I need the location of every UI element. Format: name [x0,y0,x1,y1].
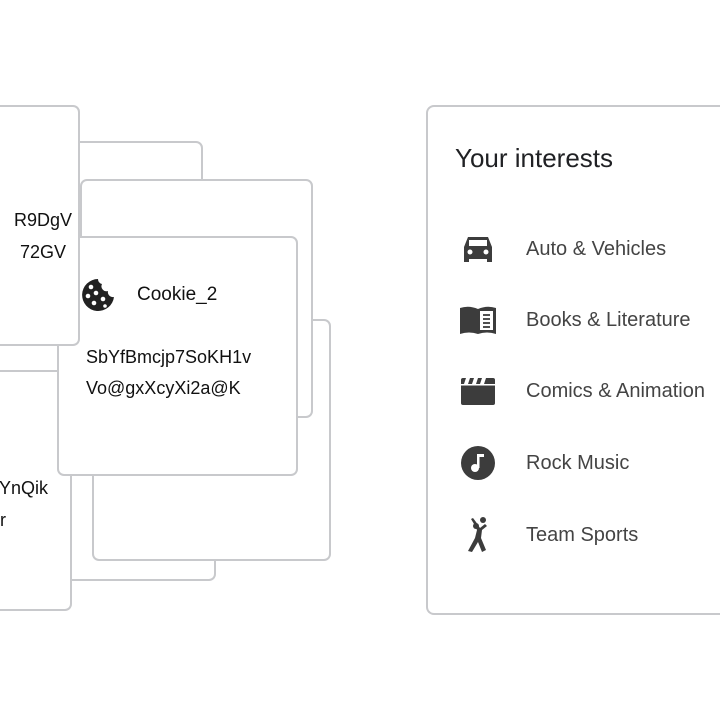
interests-title: Your interests [455,143,614,173]
cookie-value-line: Vo@gxXcyXi2a@K [86,378,241,398]
interest-item: Books & Literature [458,302,691,338]
cookie-value-line: SbYfBmcjp7SoKH1v [86,347,252,367]
cookie-value-line: R9DgV [13,210,72,230]
interest-item: Comics & Animation [458,373,705,409]
interest-label: Auto & Vehicles [526,237,667,260]
book-icon [458,302,498,338]
cookie-value-line: YnQik [0,478,48,498]
cookie-card-top-left: R9DgV 72GV [0,105,80,346]
music-note-icon [458,445,498,481]
sports-player-icon [458,517,498,553]
cookie-value-line: r [0,510,6,530]
cookie-value-line: 72GV [19,242,66,262]
clapperboard-icon [458,373,498,409]
car-icon [458,231,498,267]
cookie-card-front: Cookie_2 SbYfBmcjp7SoKH1v Vo@gxXcyXi2a@K [57,236,298,476]
interest-label: Team Sports [526,523,639,546]
interest-item: Team Sports [458,517,638,553]
interest-label: Comics & Animation [526,379,705,402]
cookie-icon [82,279,114,311]
interest-label: Rock Music [526,451,630,474]
interest-label: Books & Literature [526,308,691,331]
interest-item: Auto & Vehicles [458,231,666,267]
cookie-name: Cookie_2 [137,284,218,305]
cookie-card-bottom-left: YnQik r [0,370,72,611]
interests-panel: Your interests Auto & Vehicles Books & L… [426,105,720,615]
interest-item: Rock Music [458,445,629,481]
